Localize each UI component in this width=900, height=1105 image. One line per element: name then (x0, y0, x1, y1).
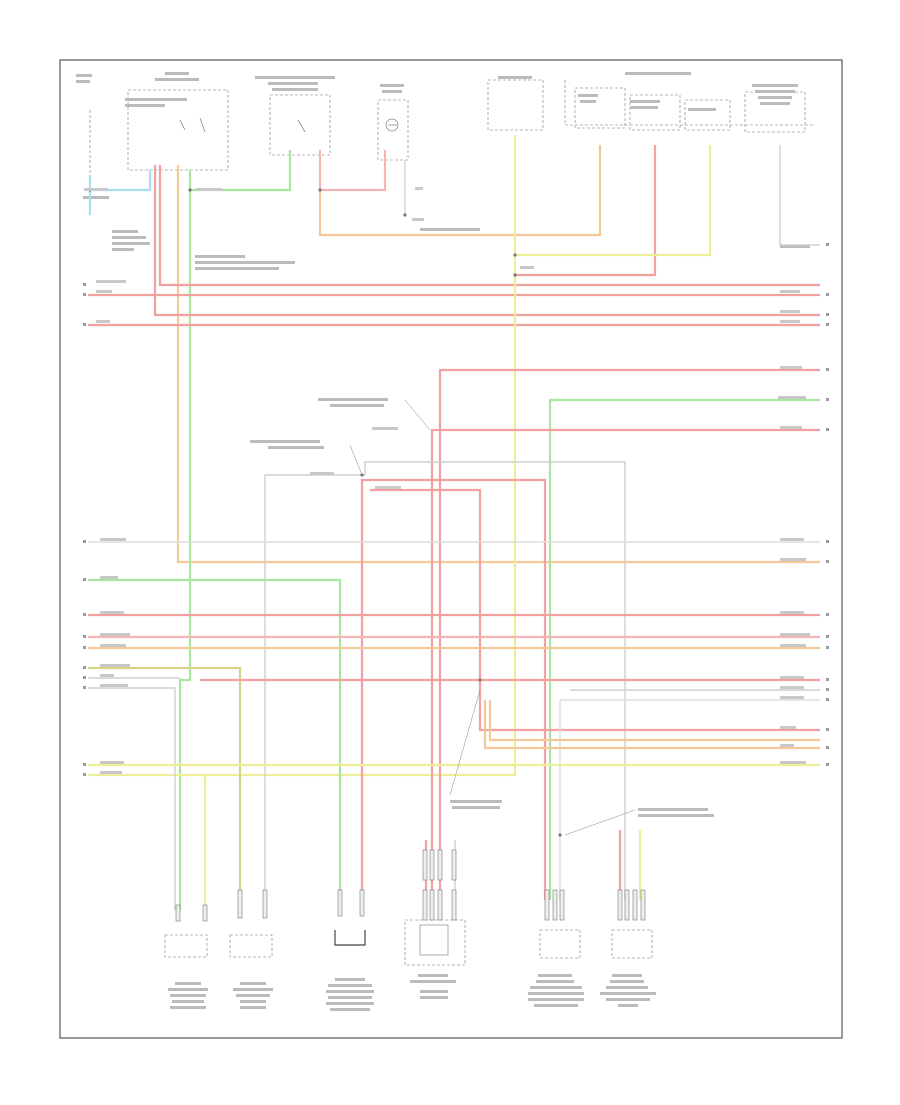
wire-red-row-3 (153, 165, 820, 317)
wire-green-vertical (176, 165, 820, 564)
wire-orange-748 (483, 700, 820, 750)
wire-red-mid-1 (360, 478, 547, 910)
wire-olive-668 (88, 666, 242, 910)
wire-code-plates (84, 187, 810, 774)
wire-red-tach (515, 145, 657, 277)
wire-red-mid-2 (370, 488, 820, 732)
leader-lines (349, 160, 636, 836)
wire-green-right (548, 398, 820, 900)
wire-red-right-1 (438, 368, 820, 900)
edge-ticks (83, 243, 829, 776)
wire-green-relay (188, 150, 292, 192)
wire-yellow-temp (515, 145, 712, 257)
bottom-components (164, 919, 653, 966)
bottom-pins (175, 849, 646, 922)
bottom-label-marks (168, 974, 656, 1011)
wire-orange-top-loop (318, 145, 602, 237)
wire-green-down (178, 190, 192, 910)
wire-yellow-pressure (88, 135, 517, 777)
component-label-marks (76, 72, 810, 817)
wire-orange-740 (488, 700, 820, 742)
wire-red-row-1 (158, 165, 820, 287)
wire-cyan-fuse (88, 170, 152, 192)
wire-red-right-2 (430, 428, 820, 900)
diagram-frame (59, 59, 843, 1039)
wire-pink-relay-inertia (318, 150, 387, 192)
top-components (89, 79, 815, 175)
wire-gray-right-end (779, 145, 820, 246)
wire-gray-688 (88, 687, 176, 910)
wires (88, 135, 820, 910)
wire-green-580 (88, 578, 342, 910)
wire-gray-700 (559, 699, 820, 900)
wire-gray-mid (264, 461, 626, 910)
relay-contacts (179, 117, 399, 133)
